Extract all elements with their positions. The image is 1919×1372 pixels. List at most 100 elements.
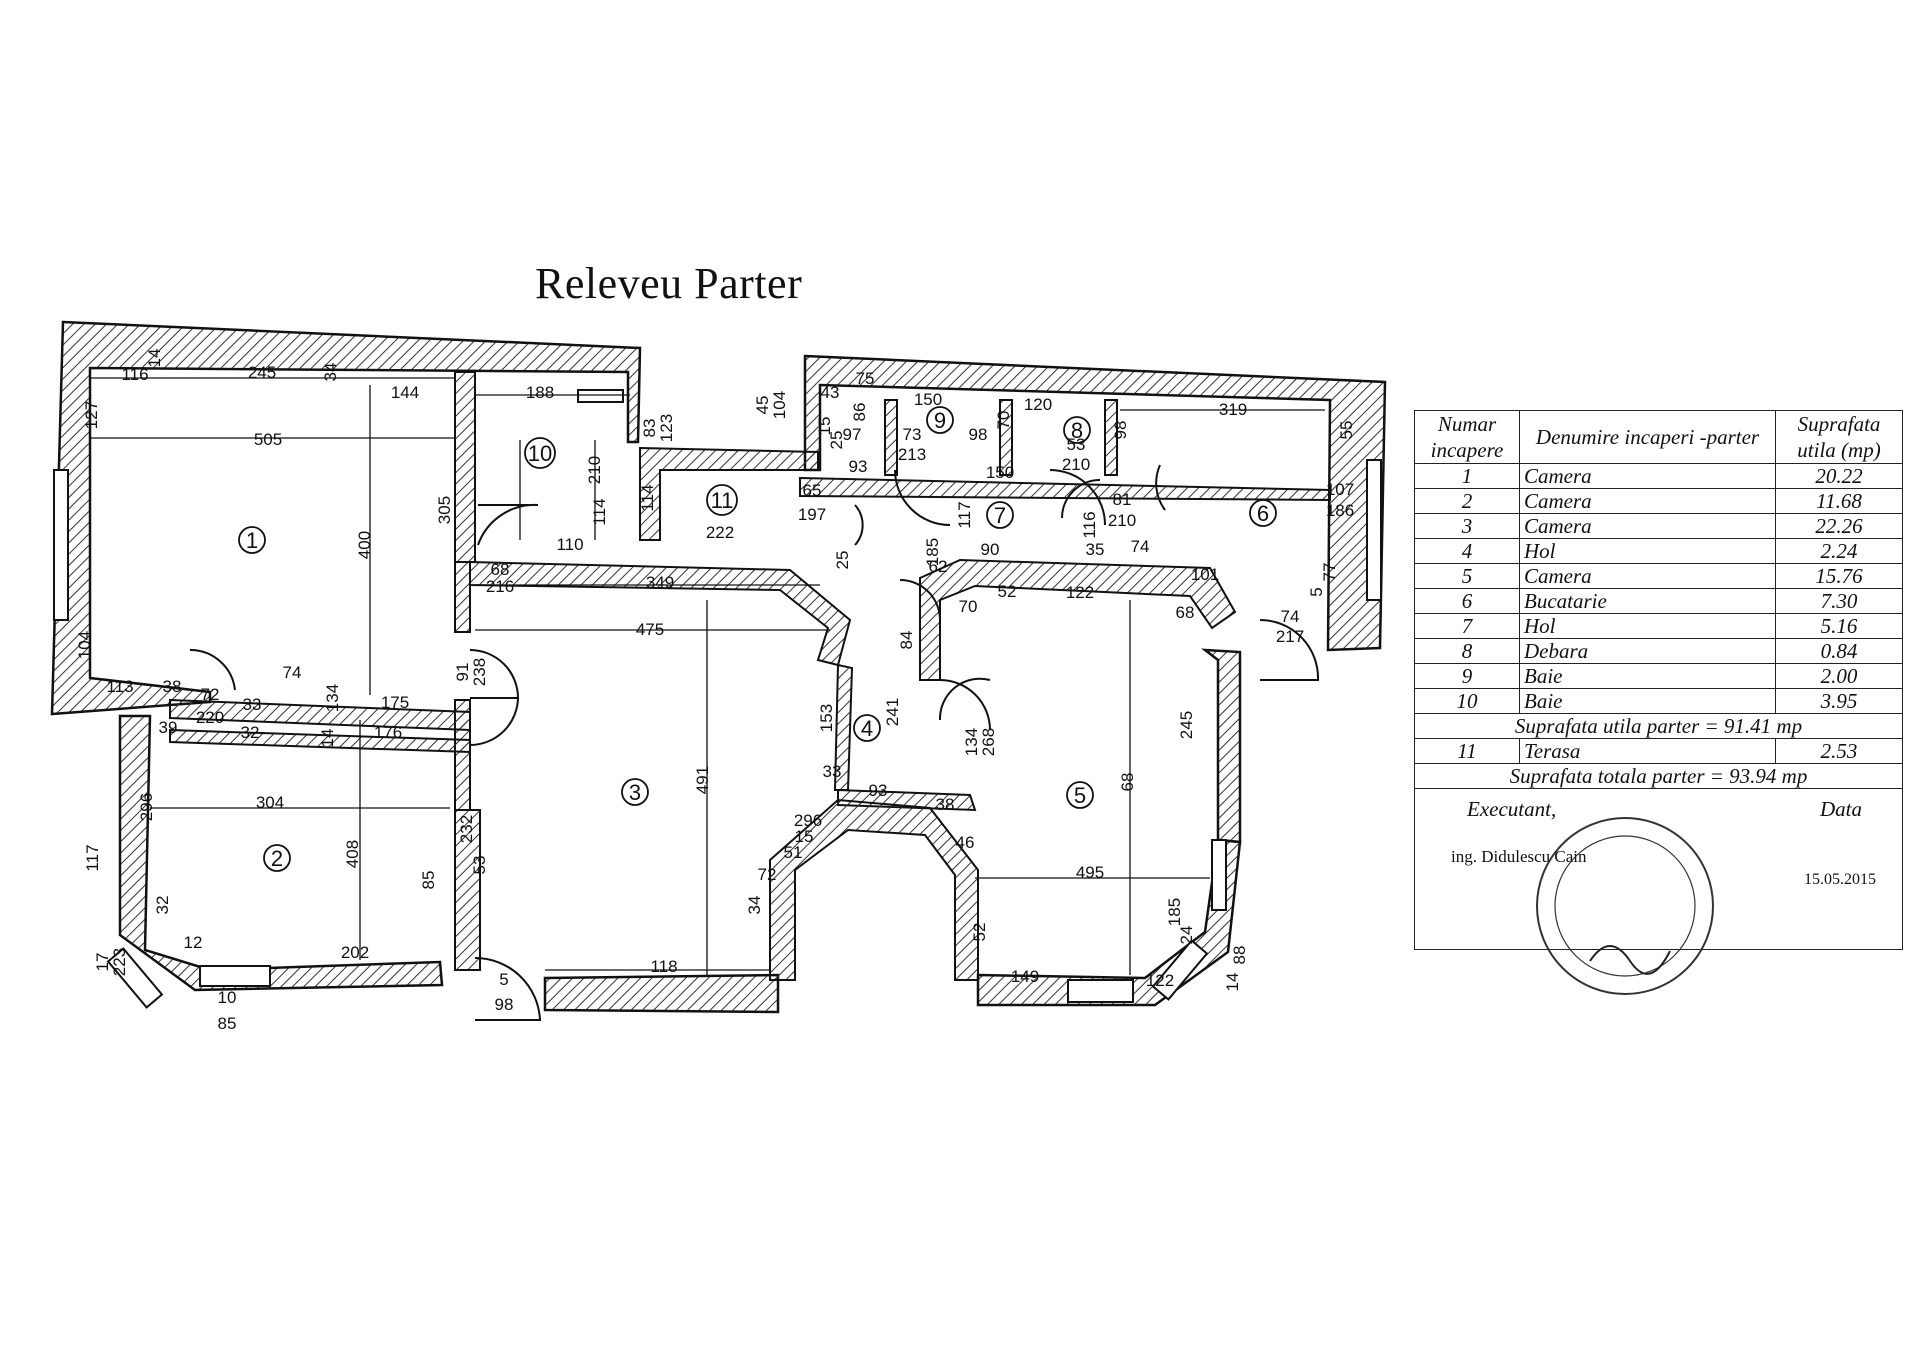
dimension-label: 245	[248, 363, 276, 382]
col-header-area: Suprafata utila (mp)	[1775, 410, 1903, 464]
room-area-cell: 2.24	[1775, 538, 1903, 564]
dimension-label: 245	[1177, 711, 1196, 739]
col-header-name: Denumire incaperi -parter	[1519, 410, 1776, 464]
dimension-label: 107	[1326, 480, 1354, 499]
engineer-name: ing. Didulescu Cain	[1451, 847, 1587, 866]
subtotal-row: Suprafata utila parter = 91.41 mp	[1414, 713, 1903, 739]
dimension-label: 114	[638, 484, 657, 511]
dimension-label: 68	[491, 560, 510, 579]
dimension-label: 33	[823, 762, 842, 781]
dimension-label: 176	[374, 723, 402, 742]
dimension-label: 85	[218, 1014, 237, 1033]
room-area-cell: 11.68	[1775, 488, 1903, 514]
dimension-label: 238	[470, 658, 489, 686]
dimension-label: 5	[1307, 587, 1326, 596]
svg-text:7: 7	[994, 503, 1006, 528]
dimension-label: 101	[1191, 565, 1219, 584]
room-number-cell: 2	[1414, 488, 1520, 514]
dimension-label: 144	[391, 383, 419, 402]
dimension-label: 62	[0, 0, 9, 4]
dimension-label: 93	[849, 457, 868, 476]
signature-block: Executant, Data ing. Didulescu Cain 15.0…	[1414, 789, 1903, 995]
dimension-label: 24	[1177, 926, 1196, 945]
dimension-label: 134	[323, 684, 342, 712]
room-number-cell: 8	[1414, 638, 1520, 664]
dimension-label: 38	[163, 677, 182, 696]
dimension-label: 34	[321, 363, 340, 382]
executant-label: Executant,	[1467, 797, 1557, 821]
dimension-label: 10	[218, 988, 237, 1007]
interior-walls	[169, 371, 1331, 981]
dimension-label: 117	[83, 844, 102, 871]
dimension-label: 217	[1276, 627, 1304, 646]
dimension-label: 70	[994, 411, 1013, 430]
svg-text:2: 2	[271, 846, 283, 871]
room-markers: 1 2 3 4 5 6 7 8 9 10 11	[238, 406, 1277, 872]
room-name-cell: Hol	[1519, 538, 1776, 564]
svg-text:4: 4	[861, 716, 873, 741]
dimension-label: 83	[640, 419, 659, 438]
dimension-label: 33	[243, 695, 262, 714]
dimension-label: 241	[883, 698, 902, 726]
dimension-label: 15	[815, 417, 834, 436]
dimension-label: 110	[556, 535, 583, 554]
dimension-label: 118	[650, 957, 677, 976]
dimension-label: 202	[341, 943, 369, 962]
dimension-label: 116	[1080, 511, 1099, 538]
dimension-label: 113	[106, 677, 133, 696]
room-number-cell: 11	[1414, 738, 1520, 764]
doors	[189, 464, 1320, 1021]
room-name-cell: Hol	[1519, 613, 1776, 639]
room-name-cell: Camera	[1519, 463, 1776, 489]
dimension-label: 68	[1118, 773, 1137, 792]
dimension-label: 120	[1024, 395, 1052, 414]
room-number-cell: 9	[1414, 663, 1520, 689]
room-area-cell: 3.95	[1775, 688, 1903, 714]
dimension-label: 304	[256, 793, 284, 812]
dimension-label: 5	[499, 970, 508, 989]
dimension-label: 220	[196, 708, 224, 727]
dimension-label: 296	[137, 793, 156, 821]
room-7-marker: 7	[986, 501, 1014, 529]
dimension-label: 185	[923, 538, 942, 566]
dimension-label: 98	[495, 995, 514, 1014]
dimension-label: 97	[843, 425, 862, 444]
col-header-number: Numar incapere	[1414, 410, 1520, 464]
dimension-label: 14	[145, 349, 164, 368]
dimension-label: 72	[758, 865, 777, 884]
dimension-label: 127	[82, 401, 101, 429]
dimension-label: 213	[898, 445, 926, 464]
plan-title: Releveu Parter	[535, 259, 803, 308]
svg-text:9: 9	[934, 408, 946, 433]
exterior-walls	[50, 320, 1387, 1014]
dimension-label: 491	[693, 766, 712, 794]
svg-text:11: 11	[711, 488, 734, 513]
dimension-label: 505	[254, 430, 282, 449]
dimension-label: 34	[745, 896, 764, 915]
room-number-cell: 4	[1414, 538, 1520, 564]
dimension-label: 39	[159, 718, 178, 737]
room-schedule: Numar incapere Denumire incaperi -parter…	[1414, 410, 1903, 995]
dimension-label: 45	[753, 396, 772, 415]
dimension-label: 81	[1113, 490, 1132, 509]
svg-text:8: 8	[1071, 418, 1083, 443]
svg-text:3: 3	[629, 780, 641, 805]
room-area-cell: 5.16	[1775, 613, 1903, 639]
dimension-label: 73	[903, 425, 922, 444]
dimension-label: 319	[1219, 400, 1247, 419]
svg-text:6: 6	[1257, 501, 1269, 526]
dimension-label: 149	[1011, 967, 1039, 986]
room-name-cell: Baie	[1519, 688, 1776, 714]
room-name-cell: Camera	[1519, 488, 1776, 514]
total-row: Suprafata totala parter = 93.94 mp	[1414, 763, 1903, 789]
room-name-cell: Camera	[1519, 513, 1776, 539]
